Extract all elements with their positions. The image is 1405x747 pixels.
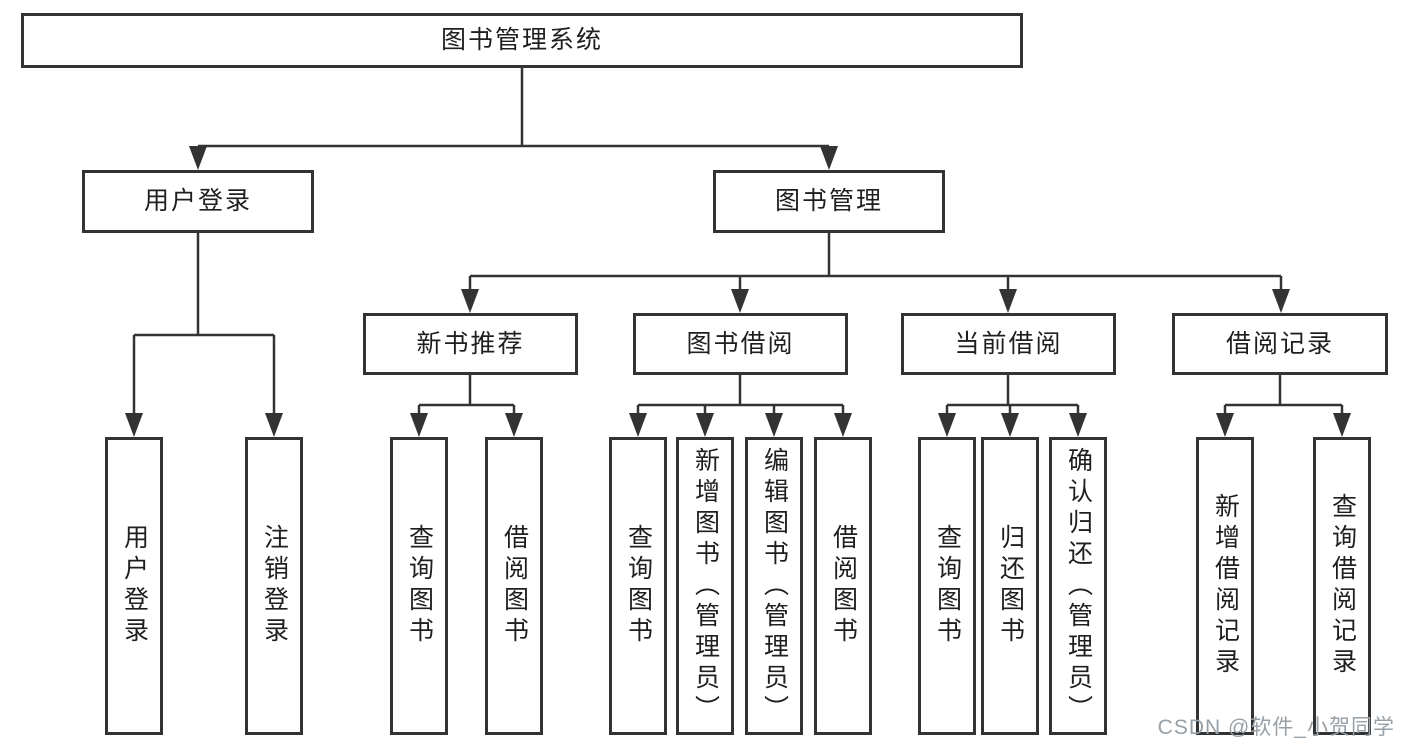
leaf-records-query-borrow-record: 查询借阅记录 <box>1313 437 1371 735</box>
leaf-records-add-borrow-record: 新增借阅记录 <box>1196 437 1254 735</box>
leaf-current-return-books: 归还图书 <box>981 437 1039 735</box>
leaf-recommend-borrow-books: 借阅图书 <box>485 437 543 735</box>
leaf-logout: 注销登录 <box>245 437 303 735</box>
leaf-recommend-query-books: 查询图书 <box>390 437 448 735</box>
leaf-borrow-query-books: 查询图书 <box>609 437 667 735</box>
leaf-current-confirm-return-admin: 确认归还（管理员） <box>1049 437 1107 735</box>
node-new-book-recommend: 新书推荐 <box>363 313 578 375</box>
node-root-library-management-system: 图书管理系统 <box>21 13 1023 68</box>
csdn-watermark: CSDN @软件_小贺同学 <box>1157 716 1395 739</box>
leaf-current-query-books: 查询图书 <box>918 437 976 735</box>
node-current-borrow: 当前借阅 <box>901 313 1116 375</box>
node-book-borrow: 图书借阅 <box>633 313 848 375</box>
leaf-borrow-add-books-admin: 新增图书（管理员） <box>676 437 734 735</box>
node-book-management: 图书管理 <box>713 170 945 233</box>
leaf-borrow-borrow-books: 借阅图书 <box>814 437 872 735</box>
node-user-login: 用户登录 <box>82 170 314 233</box>
connector-paths <box>132 68 1344 416</box>
leaf-borrow-edit-books-admin: 编辑图书（管理员） <box>745 437 803 735</box>
leaf-user-login: 用户登录 <box>105 437 163 735</box>
node-borrow-records: 借阅记录 <box>1172 313 1388 375</box>
